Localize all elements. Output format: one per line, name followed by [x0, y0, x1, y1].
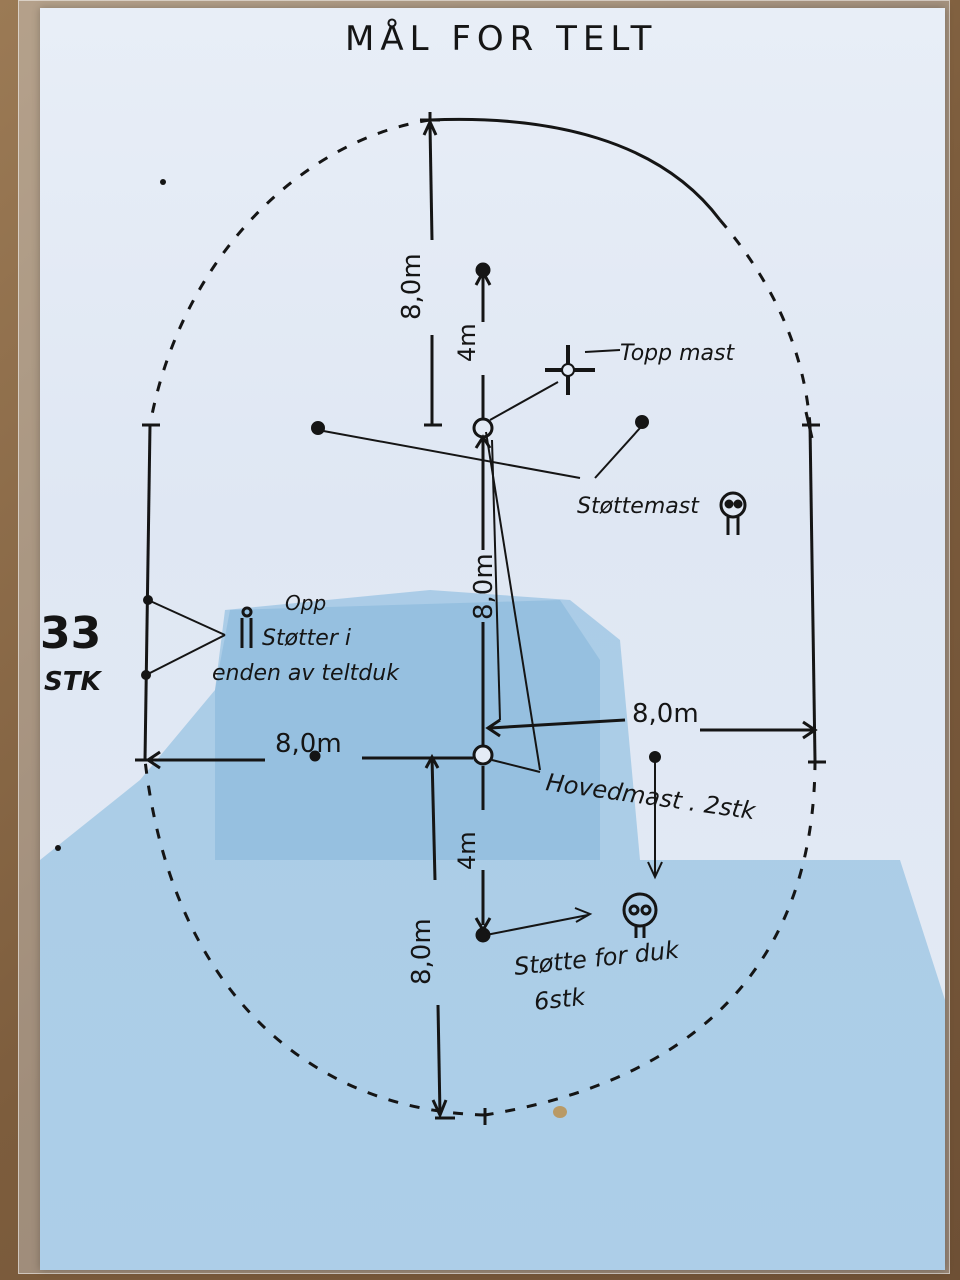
end-support-pointers [141, 595, 226, 680]
left-dimension-line [145, 750, 473, 770]
bottom-dimension-line [424, 753, 448, 1119]
cloth-support-label-1: Støtte for duk [513, 936, 682, 981]
main-mast-bottom-icon [472, 744, 494, 766]
main-mast-label: Hovedmast . 2stk [544, 768, 758, 825]
top-mast-leader [584, 349, 621, 353]
top-mast-label: Topp mast [620, 341, 735, 366]
bottom-dimension-label: 8,0m [407, 918, 437, 985]
top-dimension-line [422, 118, 442, 427]
end-support-icon [240, 606, 253, 648]
right-dimension-label: 8,0m [632, 699, 699, 729]
bottom-inner-dimension-label: 4m [453, 831, 481, 870]
main-mast-pointers [485, 431, 541, 773]
end-support-label-3: enden av teltduk [212, 661, 400, 686]
end-support-label-1: Opp [285, 591, 326, 615]
support-mast-icon [719, 491, 747, 535]
right-dimension-line [485, 718, 818, 740]
cloth-support-label-2: 6stk [533, 983, 588, 1016]
diagram-title: MÅL FOR TELT [345, 18, 657, 59]
stray-marks [55, 179, 567, 1118]
cloth-support-pointers [485, 751, 663, 936]
top-mast-icon [545, 345, 595, 395]
support-count-number: 33 [40, 608, 101, 659]
top-dimension-label: 8,0m [397, 253, 427, 320]
middle-dimension-label: 8,0m [469, 553, 499, 620]
support-count-unit: STK [44, 667, 102, 697]
cloth-support-icon [622, 892, 658, 938]
top-mast-pointer [489, 381, 559, 421]
left-dimension-label: 8,0m [275, 729, 342, 759]
tent-outline [143, 117, 817, 1117]
support-mast-label: Støttemast [577, 494, 700, 519]
top-inner-dimension-label: 4m [453, 323, 481, 362]
end-support-label-2: Støtter i [262, 626, 351, 651]
support-mast-pointers [311, 415, 649, 479]
top-inner-dimension [474, 262, 492, 418]
